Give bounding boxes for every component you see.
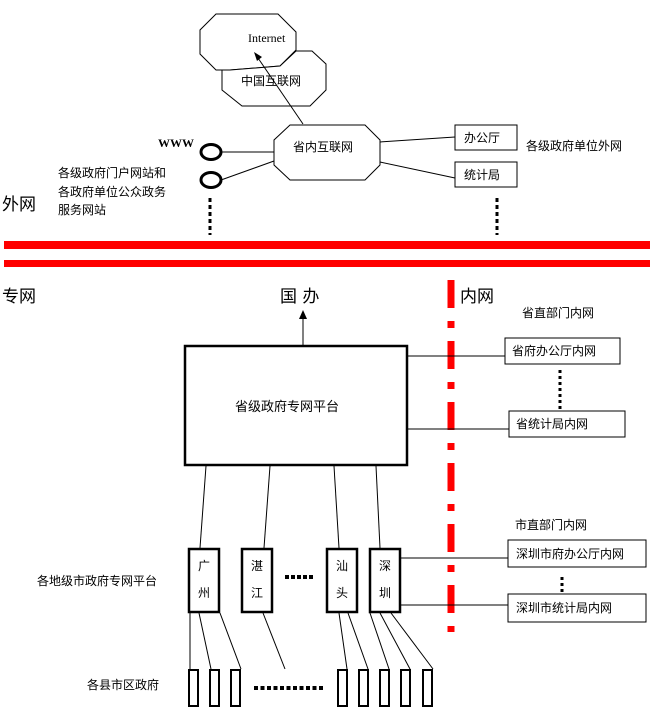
county-label: 各县市区政府 (87, 677, 159, 692)
private-zone-label: 专网 (2, 287, 36, 307)
prov-office-intranet-label: 省府办公厅内网 (512, 343, 596, 358)
external-zone-label: 外网 (2, 195, 36, 215)
city-dept-label: 市直部门内网 (515, 517, 587, 532)
city-box-guangzhou: 广 州 (187, 547, 221, 614)
provincial-platform-box (183, 344, 409, 467)
svg-text:深: 深 (379, 559, 391, 573)
county-boxes (188, 669, 433, 707)
sz-stats-intranet-box (507, 593, 647, 623)
sz-office-intranet-label: 深圳市府办公厅内网 (516, 546, 624, 561)
link-zhanjiang (263, 465, 271, 549)
internet-label: Internet (248, 31, 286, 45)
portal-link (220, 160, 275, 181)
arrow-up-icon (299, 310, 307, 319)
svg-text:湛: 湛 (251, 559, 263, 573)
uplink-arrow-line (257, 57, 304, 125)
portal-server-icon (199, 171, 223, 189)
county-box (209, 669, 220, 707)
svg-text:州: 州 (198, 586, 210, 600)
office-general-label: 办公厅 (464, 130, 500, 145)
link-shenzhen (375, 465, 381, 549)
provincial-dept-label: 省直部门内网 (522, 305, 594, 320)
county-box (358, 669, 369, 707)
link-shantou (333, 465, 340, 549)
provincial-internet-label: 省内互联网 (293, 140, 353, 154)
svg-text:汕: 汕 (336, 559, 348, 573)
provincial-internet-node (273, 124, 381, 181)
sz-office-intranet-box (507, 539, 647, 568)
prov-stats-intranet-box (508, 410, 626, 438)
city-box-shenzhen: 深 圳 (368, 547, 402, 614)
provincial-platform-label: 省级政府专网平台 (235, 400, 339, 415)
www-label: WWW (158, 136, 194, 150)
county-box (188, 669, 199, 707)
separator-line-top (4, 241, 650, 249)
office-group-label: 各级政府单位外网 (526, 138, 622, 153)
office-link-2 (379, 161, 456, 179)
office-box-general (454, 124, 518, 151)
internal-zone-label: 内网 (460, 287, 494, 307)
svg-text:江: 江 (251, 586, 263, 600)
prov-stats-intranet-label: 省统计局内网 (516, 417, 588, 431)
svg-text:头: 头 (336, 586, 348, 600)
county-box (379, 669, 390, 707)
separator-line-bottom (4, 260, 650, 267)
svg-text:广: 广 (198, 559, 210, 573)
china-internet-label: 中国互联网 (241, 73, 301, 88)
prov-office-intranet-box (504, 337, 621, 365)
arrow-head-icon (254, 52, 262, 61)
svg-text:圳: 圳 (379, 586, 391, 600)
office-link-1 (379, 136, 456, 143)
city-platform-label: 各地级市政府专网平台 (37, 573, 157, 588)
county-box (337, 669, 348, 707)
office-statistics-label: 统计局 (464, 168, 500, 182)
county-links (189, 612, 434, 670)
national-office-label: 国 办 (280, 287, 319, 307)
county-box (422, 669, 433, 707)
www-server-icon (199, 143, 223, 161)
portal-desc-line-1: 各级政府门户网站和 (58, 165, 166, 180)
link-guangzhou (199, 465, 207, 549)
county-box (400, 669, 411, 707)
portal-desc-line-2: 各政府单位公众政务 (58, 184, 166, 199)
china-internet-cloud (221, 50, 327, 107)
city-box-shantou: 汕 头 (325, 547, 359, 614)
office-box-statistics (454, 161, 518, 188)
portal-desc-line-3: 服务网站 (58, 202, 106, 217)
county-box (230, 669, 241, 707)
sz-stats-intranet-label: 深圳市统计局内网 (516, 600, 612, 615)
city-box-zhanjiang: 湛 江 (240, 547, 274, 614)
